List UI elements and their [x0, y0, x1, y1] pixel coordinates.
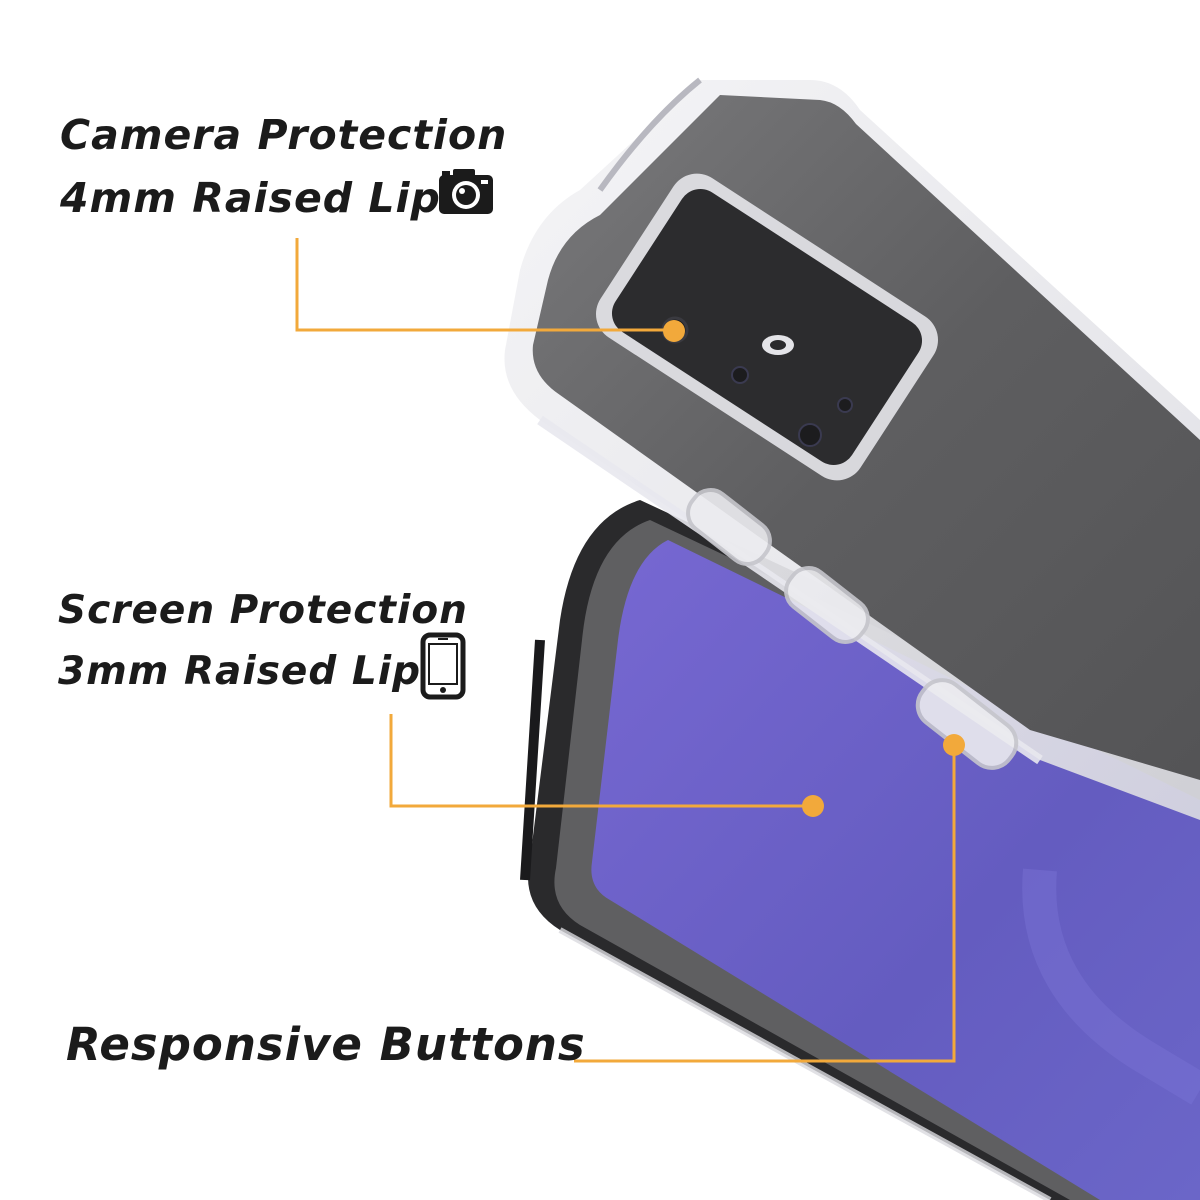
responsive-buttons-label: Responsive Buttons: [66, 1018, 586, 1071]
screen-protection-title: Screen Protection: [58, 588, 468, 633]
camera-protection-title: Camera Protection: [60, 111, 508, 159]
smartphone-icon: [420, 632, 466, 700]
camera-lens-icon: [661, 316, 689, 344]
camera-icon: [439, 169, 493, 214]
case-button-covers: [686, 488, 1019, 770]
screen-protection-label: Screen Protection 3mm Raised Lip: [58, 580, 468, 702]
camera-protection-detail: 4mm Raised Lip: [60, 174, 441, 222]
screen-protection-detail: 3mm Raised Lip: [58, 649, 422, 694]
camera-protection-label: Camera Protection 4mm Raised Lip: [60, 104, 507, 230]
